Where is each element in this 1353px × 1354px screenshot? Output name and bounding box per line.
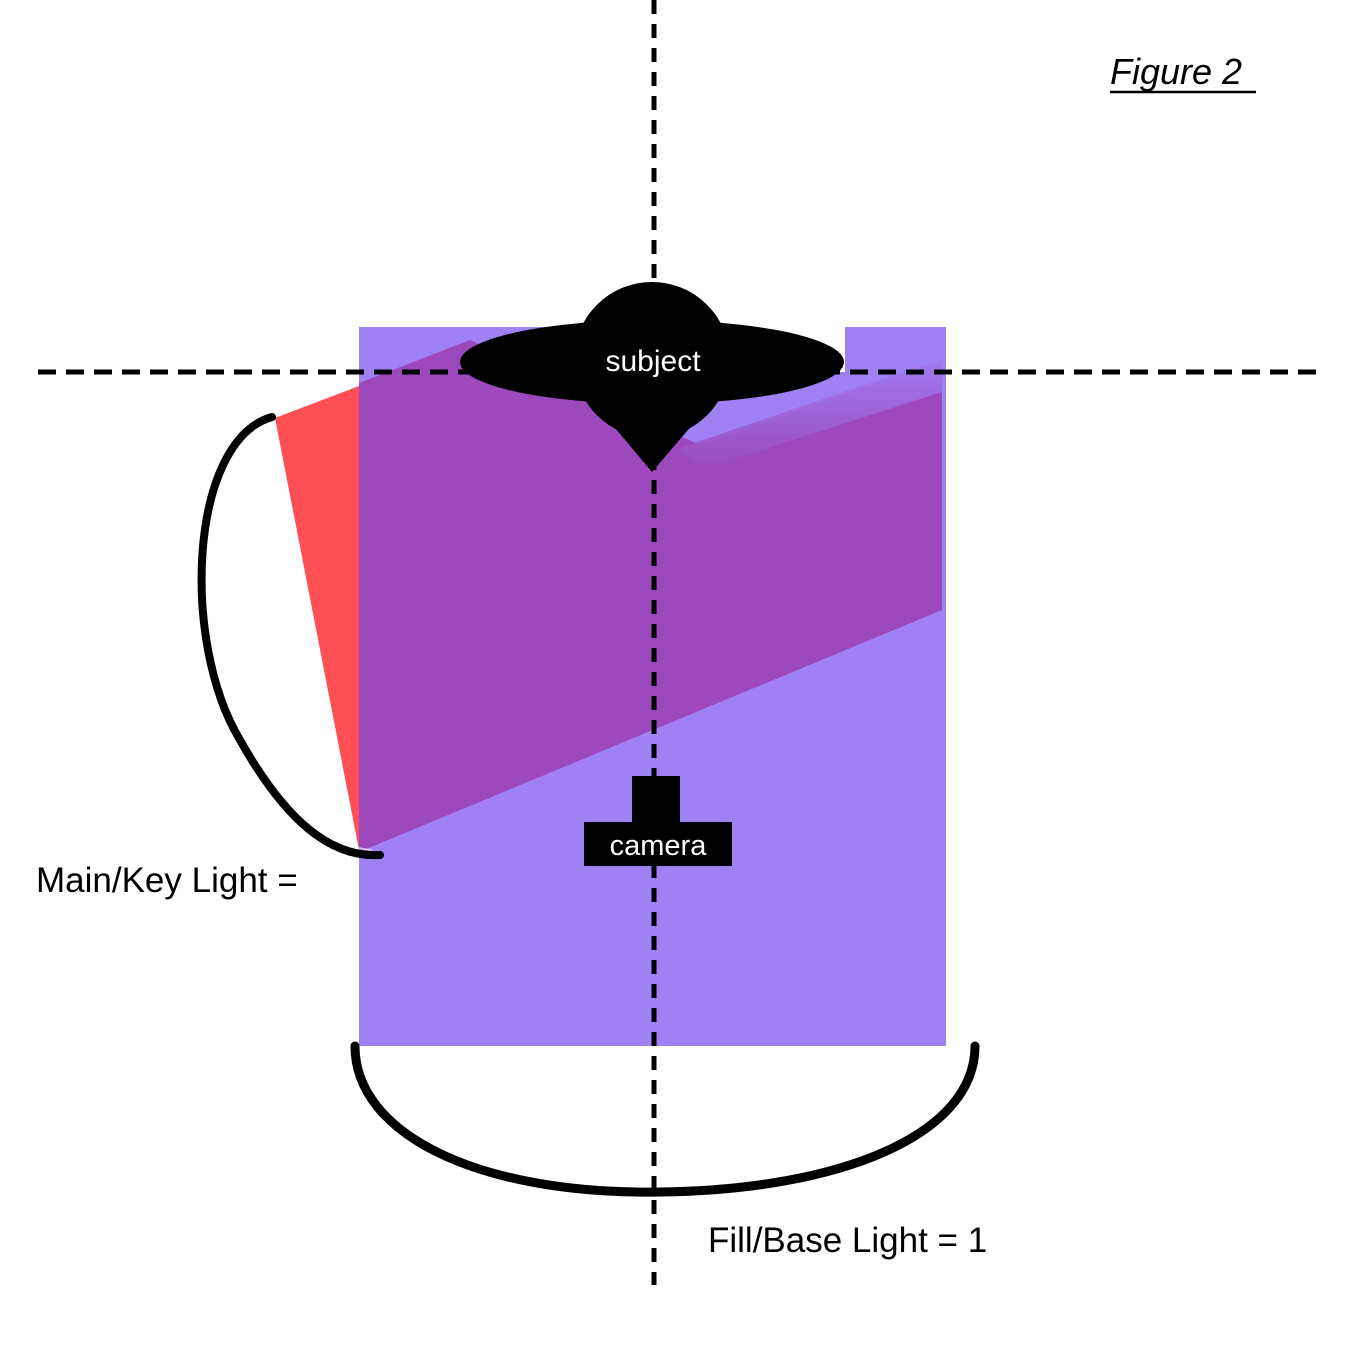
key-light-overlap-rim	[680, 358, 942, 470]
camera-icon	[584, 776, 732, 866]
camera-label: camera	[610, 830, 708, 862]
fill-light-reflector-highlight	[360, 1049, 969, 1182]
fill-light-reflector	[350, 1041, 980, 1197]
main-light-label: Main/Key Light =	[36, 861, 298, 900]
subject-shape	[460, 282, 844, 472]
key-light-reflector-inner	[209, 424, 373, 851]
figure-title: Figure 2	[1110, 51, 1242, 92]
key-light-overlap-area	[359, 340, 942, 852]
subject-label: subject	[605, 345, 701, 378]
key-light-reflector	[197, 413, 384, 860]
fill-light-label: Fill/Base Light = 1	[708, 1221, 987, 1260]
key-light-beam	[275, 386, 359, 850]
